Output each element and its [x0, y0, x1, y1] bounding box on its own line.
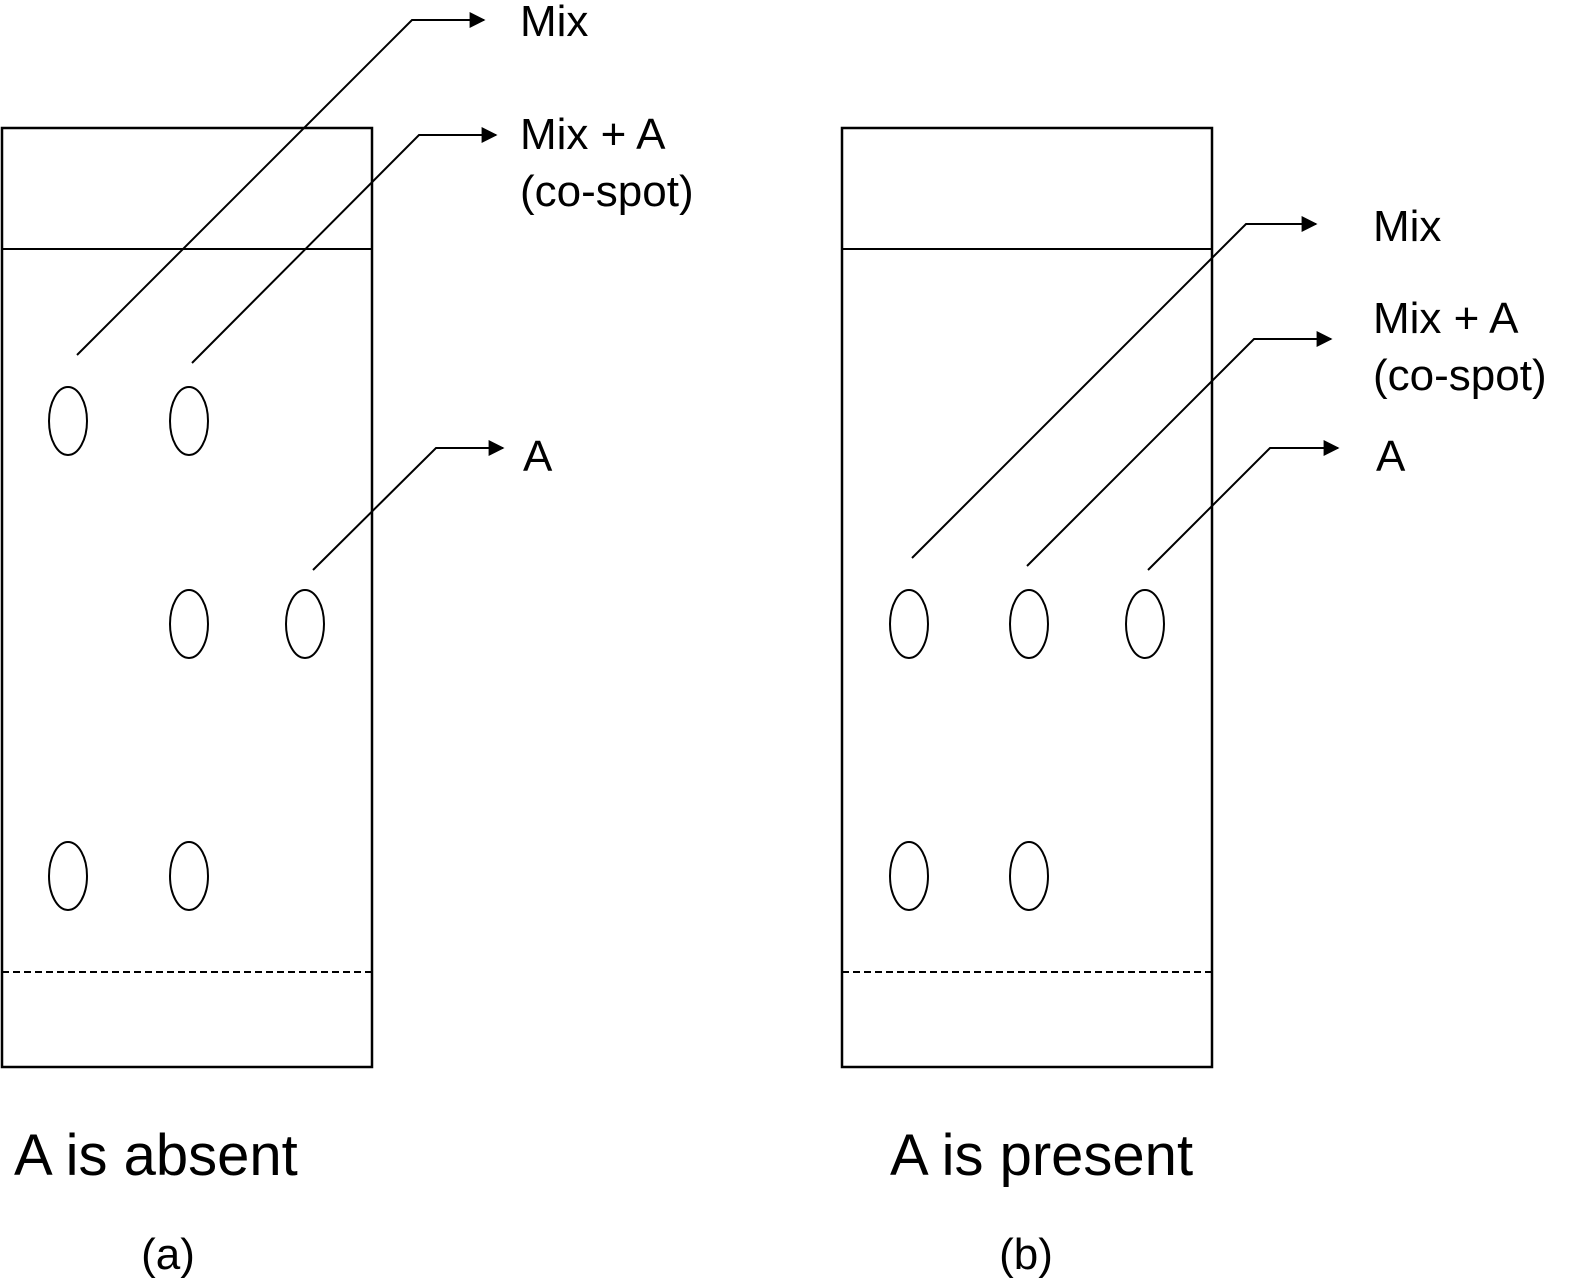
spot-cospot-lower-a	[169, 841, 209, 911]
spot-mix-lower-a	[48, 841, 88, 911]
leader-cospot-a	[191, 127, 498, 364]
label-cospot-line1-b: Mix + A	[1373, 294, 1519, 343]
spot-cospot-middle-a	[169, 589, 209, 659]
spot-mix-middle-b	[889, 589, 929, 659]
spot-a-middle-a	[285, 589, 325, 659]
label-a-a: A	[523, 432, 553, 481]
label-cospot-line1-a: Mix + A	[520, 110, 666, 159]
spot-cospot-middle-b	[1009, 589, 1049, 659]
spot-cospot-lower-b	[1009, 841, 1049, 911]
label-cospot-line2-b: (co-spot)	[1373, 351, 1547, 400]
panel-tag-b: (b)	[999, 1230, 1053, 1279]
panel-a: Mix Mix + A (co-spot) A A is absent (a)	[0, 0, 694, 1279]
leader-a-b	[1147, 440, 1340, 571]
label-mix-a: Mix	[520, 0, 588, 46]
leader-mix-b	[911, 216, 1318, 559]
leader-cospot-b	[1026, 331, 1333, 567]
spot-a-middle-b	[1125, 589, 1165, 659]
label-a-b: A	[1376, 432, 1406, 481]
tlc-plate-a	[0, 126, 374, 1069]
caption-a: A is absent	[14, 1123, 298, 1188]
spot-cospot-upper-a	[169, 386, 209, 456]
label-cospot-line2-a: (co-spot)	[520, 167, 694, 216]
tlc-plate-b	[840, 126, 1214, 1069]
panel-tag-a: (a)	[141, 1230, 195, 1279]
caption-b: A is present	[890, 1123, 1193, 1188]
leader-a-a	[312, 440, 505, 571]
spot-mix-upper-a	[48, 386, 88, 456]
label-mix-b: Mix	[1373, 202, 1441, 251]
panel-b: Mix Mix + A (co-spot) A A is present (b)	[840, 126, 1547, 1279]
spot-mix-lower-b	[889, 841, 929, 911]
leader-mix-a	[76, 12, 486, 356]
